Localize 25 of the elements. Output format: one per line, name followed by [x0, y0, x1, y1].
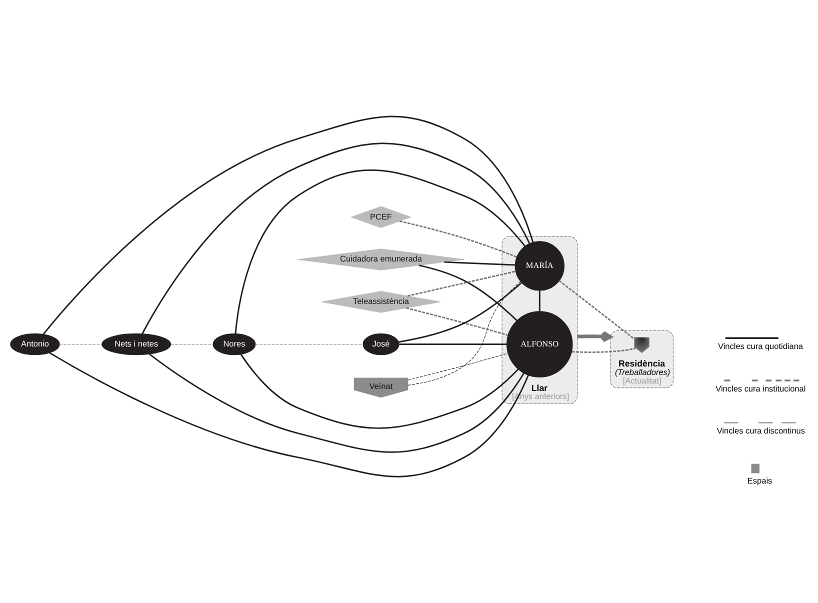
connector — [572, 346, 636, 352]
connector — [49, 352, 529, 477]
connector — [149, 353, 524, 452]
connector — [170, 343, 214, 344]
connector — [142, 142, 530, 334]
connector — [558, 280, 635, 340]
connector — [240, 354, 519, 428]
connector — [398, 282, 522, 342]
arrow — [577, 330, 612, 342]
node-shield — [634, 336, 650, 353]
connector — [407, 270, 516, 296]
connector — [255, 343, 364, 344]
node-circle: ALFONSO — [506, 310, 573, 377]
connector — [400, 220, 517, 258]
connector — [399, 343, 507, 344]
connector — [444, 260, 516, 266]
connector — [418, 264, 518, 320]
node-circle: MARÍA — [514, 240, 564, 290]
connector — [59, 343, 102, 344]
connector — [538, 290, 540, 311]
connector — [234, 168, 526, 334]
connector — [408, 280, 521, 385]
connector — [406, 306, 508, 336]
connector — [408, 352, 508, 380]
connector — [42, 115, 534, 334]
